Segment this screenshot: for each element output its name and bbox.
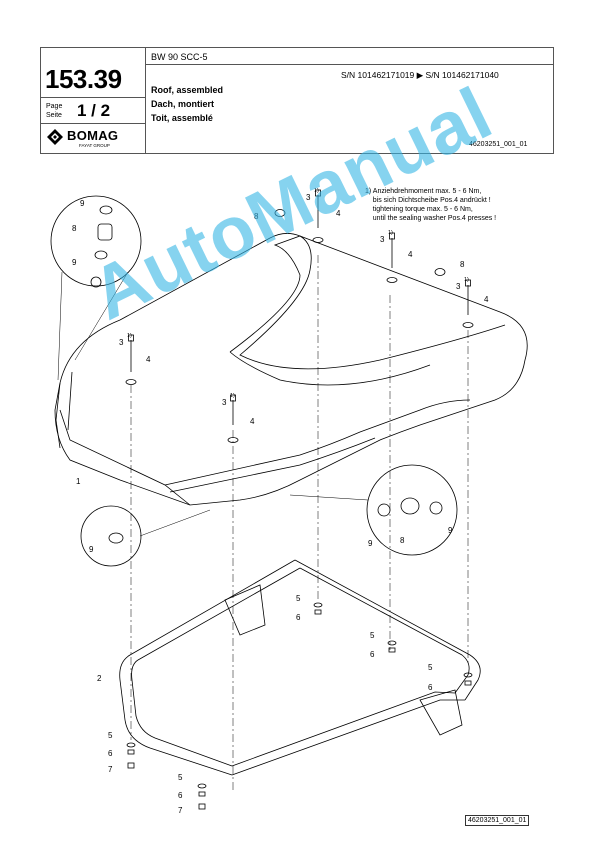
callout-4: 4: [408, 250, 413, 259]
page-label-en: Page: [46, 103, 63, 110]
page-value: 1 / 2: [77, 101, 111, 120]
callout-sup: 1): [388, 230, 393, 236]
callout-4: 4: [146, 355, 151, 364]
callout-sup: 1): [230, 393, 235, 399]
callout-3: 3: [306, 193, 311, 202]
detail-circle-upper-left: [50, 195, 142, 287]
callout-5: 5: [178, 773, 183, 782]
frame-bracket: [224, 584, 463, 736]
callout-7: 7: [178, 806, 183, 815]
title-fr: Toit, assemblé: [151, 113, 213, 123]
serial-range: S/N 101462171019 ▶ S/N 101462171040: [341, 70, 499, 80]
callout-5: 5: [370, 631, 375, 640]
callout-2: 2: [97, 674, 102, 683]
footer-reference: 46203251_001_01: [465, 815, 530, 826]
roof-lower-edge: [59, 409, 191, 506]
callout-4: 4: [484, 295, 489, 304]
reference-number: 46203251_001_01: [469, 141, 528, 148]
page-label-de: Seite: [46, 112, 62, 119]
callout-3: 3: [222, 398, 227, 407]
roof-cutout: [229, 235, 506, 386]
model-name: BW 90 SCC-5: [151, 52, 208, 62]
doc-number: 153.39: [45, 64, 122, 94]
callout-6: 6: [428, 683, 433, 692]
title-block-rule: [145, 64, 553, 65]
roof-front-strip: [164, 399, 471, 493]
callout-3: 3: [119, 338, 124, 347]
title-block-divider: [145, 48, 146, 153]
callout-7: 7: [108, 765, 113, 774]
washer-pos4: [125, 237, 474, 443]
detail-lower-cap: [108, 532, 124, 544]
title-de: Dach, montiert: [151, 99, 215, 109]
callout-8: 8: [254, 212, 259, 221]
callout-9: 9: [72, 258, 77, 267]
cap-pos8: [434, 268, 446, 276]
callout-6: 6: [178, 791, 183, 800]
title-block-rule: [41, 123, 145, 124]
callout-5: 5: [108, 731, 113, 740]
callout-3: 3: [456, 282, 461, 291]
callout-sup: 1): [127, 333, 132, 339]
callout-sup: 1): [314, 188, 319, 194]
frame-hardware: [126, 602, 473, 810]
callout-9: 9: [89, 545, 94, 554]
callout-9: 9: [80, 199, 85, 208]
callout-6: 6: [370, 650, 375, 659]
callout-3: 3: [380, 235, 385, 244]
cap-pos8: [274, 209, 286, 217]
bomag-logo-icon: [47, 129, 63, 145]
brand-sub: FAYAT GROUP: [79, 143, 110, 148]
callout-4: 4: [336, 209, 341, 218]
callout-9: 9: [448, 526, 453, 535]
brand-name: BOMAG: [67, 128, 119, 143]
detail-circle-lower-left: [80, 505, 142, 567]
callout-5: 5: [296, 594, 301, 603]
title-en: Roof, assembled: [151, 85, 224, 95]
torque-note: 1) Anziehdrehmoment max. 5 - 6 Nm, bis s…: [365, 188, 497, 222]
frame-outline: [119, 559, 481, 776]
callout-1: 1: [76, 477, 81, 486]
callout-8: 8: [460, 260, 465, 269]
roof-side-panel: [55, 371, 73, 449]
callout-9: 9: [368, 539, 373, 548]
title-block: 153.39 Page Seite 1 / 2 BOMAG FAYAT GROU…: [40, 47, 554, 154]
roof-outline: [54, 233, 528, 506]
bolt-pos3: [128, 189, 471, 425]
detail-circle-right: [366, 464, 458, 556]
detail-upper-parts: [90, 205, 113, 288]
callout-8: 8: [400, 536, 405, 545]
callout-sup: 1): [464, 277, 469, 283]
callout-5: 5: [428, 663, 433, 672]
callout-6: 6: [108, 749, 113, 758]
detail-right-parts: [377, 497, 443, 517]
page-label: Page Seite: [46, 102, 62, 120]
callout-6: 6: [296, 613, 301, 622]
callout-8: 8: [72, 224, 77, 233]
callout-4: 4: [250, 417, 255, 426]
title-block-rule: [41, 97, 145, 98]
